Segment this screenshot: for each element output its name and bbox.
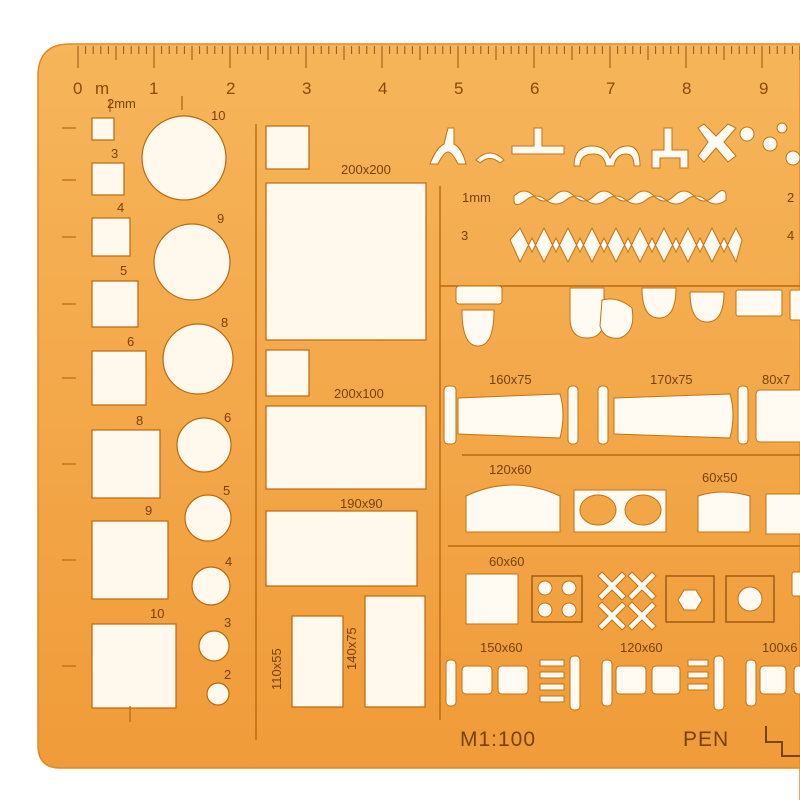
square-label-9: 9 xyxy=(145,503,152,518)
circle-size-labels: 10 9 8 6 5 4 3 2 xyxy=(211,108,232,682)
bathroom-fixtures xyxy=(455,285,800,347)
line-label-4: 4 xyxy=(787,228,794,243)
square-4 xyxy=(91,217,131,257)
circle-label-5: 5 xyxy=(223,483,230,498)
label-110x55: 110x55 xyxy=(269,648,284,690)
label-200x100: 200x100 xyxy=(334,386,384,401)
circle-10 xyxy=(141,115,227,201)
pen-label: PEN xyxy=(683,728,729,751)
circle-label-6: 6 xyxy=(224,410,231,425)
square-9 xyxy=(91,520,169,600)
circle-2 xyxy=(206,682,230,706)
burner-cross-grid xyxy=(597,571,657,631)
square-label-8: 8 xyxy=(136,413,143,428)
circle-5 xyxy=(184,494,232,542)
ruler-number-7: 7 xyxy=(606,79,615,98)
square-templates xyxy=(91,117,177,709)
ruler-ticks xyxy=(77,46,800,68)
edge-marks xyxy=(62,127,131,722)
circle-3 xyxy=(198,630,230,662)
circle-templates xyxy=(141,115,234,706)
rect-140x75 xyxy=(364,595,426,708)
label-160x75: 160x75 xyxy=(489,372,532,387)
scale-label: M1:100 xyxy=(460,728,536,751)
circle-label-9: 9 xyxy=(217,211,224,226)
label-190x90: 190x90 xyxy=(340,496,383,511)
label-150x60: 150x60 xyxy=(480,640,523,655)
kitchen-templates xyxy=(465,571,800,631)
circle-4 xyxy=(191,566,231,606)
square-label-5: 5 xyxy=(120,263,127,278)
rect-110x55 xyxy=(291,615,344,708)
sofa-labels: 120x60 60x50 60x60 xyxy=(489,462,737,569)
square-size-labels: 2mm 3 4 5 6 8 9 10 xyxy=(107,96,164,621)
small-square-mid xyxy=(265,349,310,397)
line-weight-labels: 1mm 3 2 4 xyxy=(461,190,794,243)
square-label-10: 10 xyxy=(150,606,164,621)
square-label-4: 4 xyxy=(117,200,124,215)
label-120x60-table: 120x60 xyxy=(620,640,663,655)
square-10 xyxy=(91,623,177,709)
square-label-6: 6 xyxy=(127,334,134,349)
label-100x6: 100x6 xyxy=(762,640,797,655)
circle-label-10: 10 xyxy=(211,108,225,123)
fixture-symbols xyxy=(429,122,800,169)
label-140x75: 140x75 xyxy=(344,627,359,670)
ruler-number-2: 2 xyxy=(226,79,235,98)
ruler-number-3: 3 xyxy=(302,79,311,98)
bed-labels: 160x75 170x75 80x7 xyxy=(489,372,790,387)
ruler-number-5: 5 xyxy=(454,79,463,98)
bed-templates xyxy=(443,385,800,445)
rectangle-templates xyxy=(265,125,427,708)
table-labels: 150x60 120x60 100x6 xyxy=(480,640,797,655)
circle-label-8: 8 xyxy=(221,315,228,330)
rect-190x90 xyxy=(265,510,418,587)
circle-label-3: 3 xyxy=(224,615,231,630)
small-square-top xyxy=(265,125,310,170)
rect-200x100 xyxy=(265,405,427,490)
label-170x75: 170x75 xyxy=(650,372,693,387)
rectangle-labels: 200x200 200x100 190x90 110x55 140x75 xyxy=(269,162,391,690)
ruler-number-6: 6 xyxy=(530,79,539,98)
circle-label-4: 4 xyxy=(225,554,232,569)
circle-9 xyxy=(153,223,231,301)
ruler-unit: m xyxy=(95,79,109,98)
square-label-2mm: 2mm xyxy=(107,96,136,111)
stair-line-symbol xyxy=(765,726,800,757)
label-60x50: 60x50 xyxy=(702,470,737,485)
table-templates xyxy=(445,655,800,711)
line-label-1mm: 1mm xyxy=(462,190,491,205)
square-8 xyxy=(91,429,161,499)
line-label-3: 3 xyxy=(461,228,468,243)
square-label-3: 3 xyxy=(111,146,118,161)
ruler-unit-zero: 0 xyxy=(73,79,82,98)
square-2mm xyxy=(91,117,115,141)
sofa-templates xyxy=(465,484,800,535)
label-60x60: 60x60 xyxy=(489,554,524,569)
label-200x200: 200x200 xyxy=(341,162,391,177)
line-weight-samples xyxy=(509,190,743,264)
circle-label-2: 2 xyxy=(224,667,231,682)
circle-8 xyxy=(162,323,234,395)
circle-6 xyxy=(176,417,232,473)
ruler-number-4: 4 xyxy=(378,79,387,98)
ruler-number-1: 1 xyxy=(149,79,158,98)
ruler-number-9: 9 xyxy=(759,79,768,98)
line-label-2: 2 xyxy=(787,190,794,205)
ruler-number-8: 8 xyxy=(682,79,691,98)
square-6 xyxy=(91,350,147,406)
square-3 xyxy=(91,162,125,196)
square-5 xyxy=(91,280,139,328)
divider-lines xyxy=(109,96,800,740)
label-80x7: 80x7 xyxy=(762,372,790,387)
rect-200x200 xyxy=(265,182,427,341)
ruler-scale: 0 m 1 2 3 4 5 6 7 8 9 xyxy=(73,79,768,98)
label-120x60-sofa: 120x60 xyxy=(489,462,532,477)
